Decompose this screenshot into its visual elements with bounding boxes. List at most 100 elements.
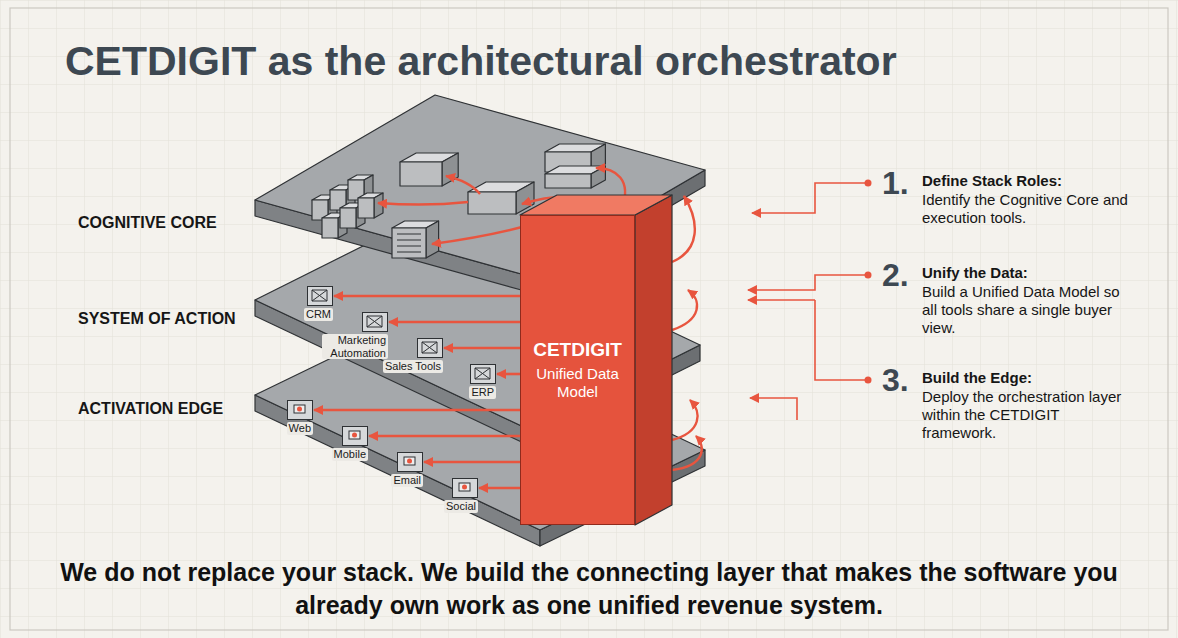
box-front (468, 192, 516, 214)
port-pin (352, 433, 357, 438)
caption: We do not replace your stack. We build t… (40, 556, 1138, 621)
step-heading: Build the Edge: (922, 369, 1032, 387)
leader-dot (865, 272, 872, 279)
tool-label: Sales Tools (383, 360, 443, 373)
port-icon (452, 478, 478, 498)
flow-connector (444, 347, 520, 350)
flow-connector (314, 409, 520, 412)
flow-connector (369, 435, 520, 438)
icon-mark (453, 479, 476, 496)
step-leaders (748, 180, 872, 421)
port-pin (462, 485, 467, 490)
flow-connector (497, 373, 520, 376)
port-icon (397, 452, 423, 472)
layer-label: SYSTEM OF ACTION (78, 309, 236, 328)
server-slot (397, 246, 421, 247)
tool-label: Social (444, 500, 478, 513)
flow-arrow (672, 400, 697, 440)
tool-label: Mobile (332, 448, 368, 461)
box-front (392, 228, 426, 258)
column-body (520, 195, 672, 525)
component-box (400, 153, 458, 186)
step-heading: Define Stack Roles: (922, 172, 1062, 190)
tool-label: ERP (469, 386, 496, 399)
icon-cross (422, 342, 437, 353)
tool-box: ERP (469, 364, 496, 399)
box-front (358, 198, 374, 218)
leader-dot (865, 377, 872, 384)
column-title: CETDIGIT (533, 339, 622, 362)
tool-icon (470, 364, 496, 384)
icon-cross (312, 290, 327, 301)
icon-mark (363, 313, 386, 330)
title: CETDIGIT as the architectural orchestrat… (65, 38, 897, 85)
channel-port: Mobile (332, 426, 368, 461)
component-box (468, 182, 534, 214)
tool-label: CRM (304, 308, 333, 321)
port-slot (294, 405, 305, 413)
callout-number: 2. (882, 256, 909, 294)
step-body: Deploy the orchestration layer within th… (922, 388, 1127, 442)
component-box (392, 221, 439, 258)
step-body: Identify the Cognitive Core and executio… (922, 191, 1137, 227)
tool-label: Email (391, 474, 423, 487)
port-icon (287, 400, 313, 420)
tool-box: Sales Tools (383, 338, 443, 373)
tool-icon (417, 338, 443, 358)
icon-cross (367, 316, 382, 327)
port-slot (459, 483, 470, 491)
server-slot (397, 234, 421, 235)
component-box (545, 166, 605, 188)
flow-connector (389, 321, 520, 324)
flow-arrow (672, 290, 697, 330)
step-heading: Unify the Data: (922, 264, 1028, 282)
icon-mark (343, 427, 366, 444)
tool-label: Marketing Automation (322, 334, 388, 359)
channel-port: Social (444, 478, 478, 513)
flow-arrow (446, 176, 480, 194)
leader-arrow (748, 299, 815, 301)
box-front (400, 162, 442, 186)
callout-number: 3. (882, 361, 909, 399)
leader-arrow (750, 398, 797, 420)
tool-label: Web (287, 422, 313, 435)
icon-mark (471, 365, 494, 382)
column-side (635, 195, 672, 525)
server-slot (397, 252, 421, 253)
flow-connector (479, 487, 520, 490)
channel-port: Web (287, 400, 313, 435)
box-front (545, 174, 591, 188)
box-side (426, 221, 439, 258)
layer-label: COGNITIVE CORE (78, 213, 217, 232)
layer-label: ACTIVATION EDGE (78, 399, 223, 418)
flow-arrow (672, 436, 702, 470)
leader-line (815, 300, 868, 380)
flow-connector (334, 295, 520, 298)
icon-cross (475, 368, 490, 379)
column-top (520, 195, 672, 215)
data-model-column: CETDIGITUnified Data Model (520, 215, 635, 525)
leader-dot (865, 180, 872, 187)
port-slot (349, 431, 360, 439)
callout-number: 1. (882, 164, 909, 202)
server-slot (397, 240, 421, 241)
box-front (340, 208, 356, 228)
flow-connector (424, 461, 520, 464)
channel-port: Email (391, 452, 423, 487)
component-box (358, 193, 383, 218)
port-pin (297, 407, 302, 412)
flow-arrow (672, 196, 695, 262)
plate-side (255, 300, 530, 446)
flow-arrow (378, 202, 468, 204)
box-side (442, 153, 458, 186)
box-side (374, 193, 383, 218)
box-front (322, 218, 338, 238)
icon-mark (288, 401, 311, 418)
tool-box: CRM (304, 286, 333, 321)
tool-box: Marketing Automation (322, 312, 388, 359)
frame (10, 8, 1168, 630)
port-slot (404, 457, 415, 465)
icon-mark (418, 339, 441, 356)
